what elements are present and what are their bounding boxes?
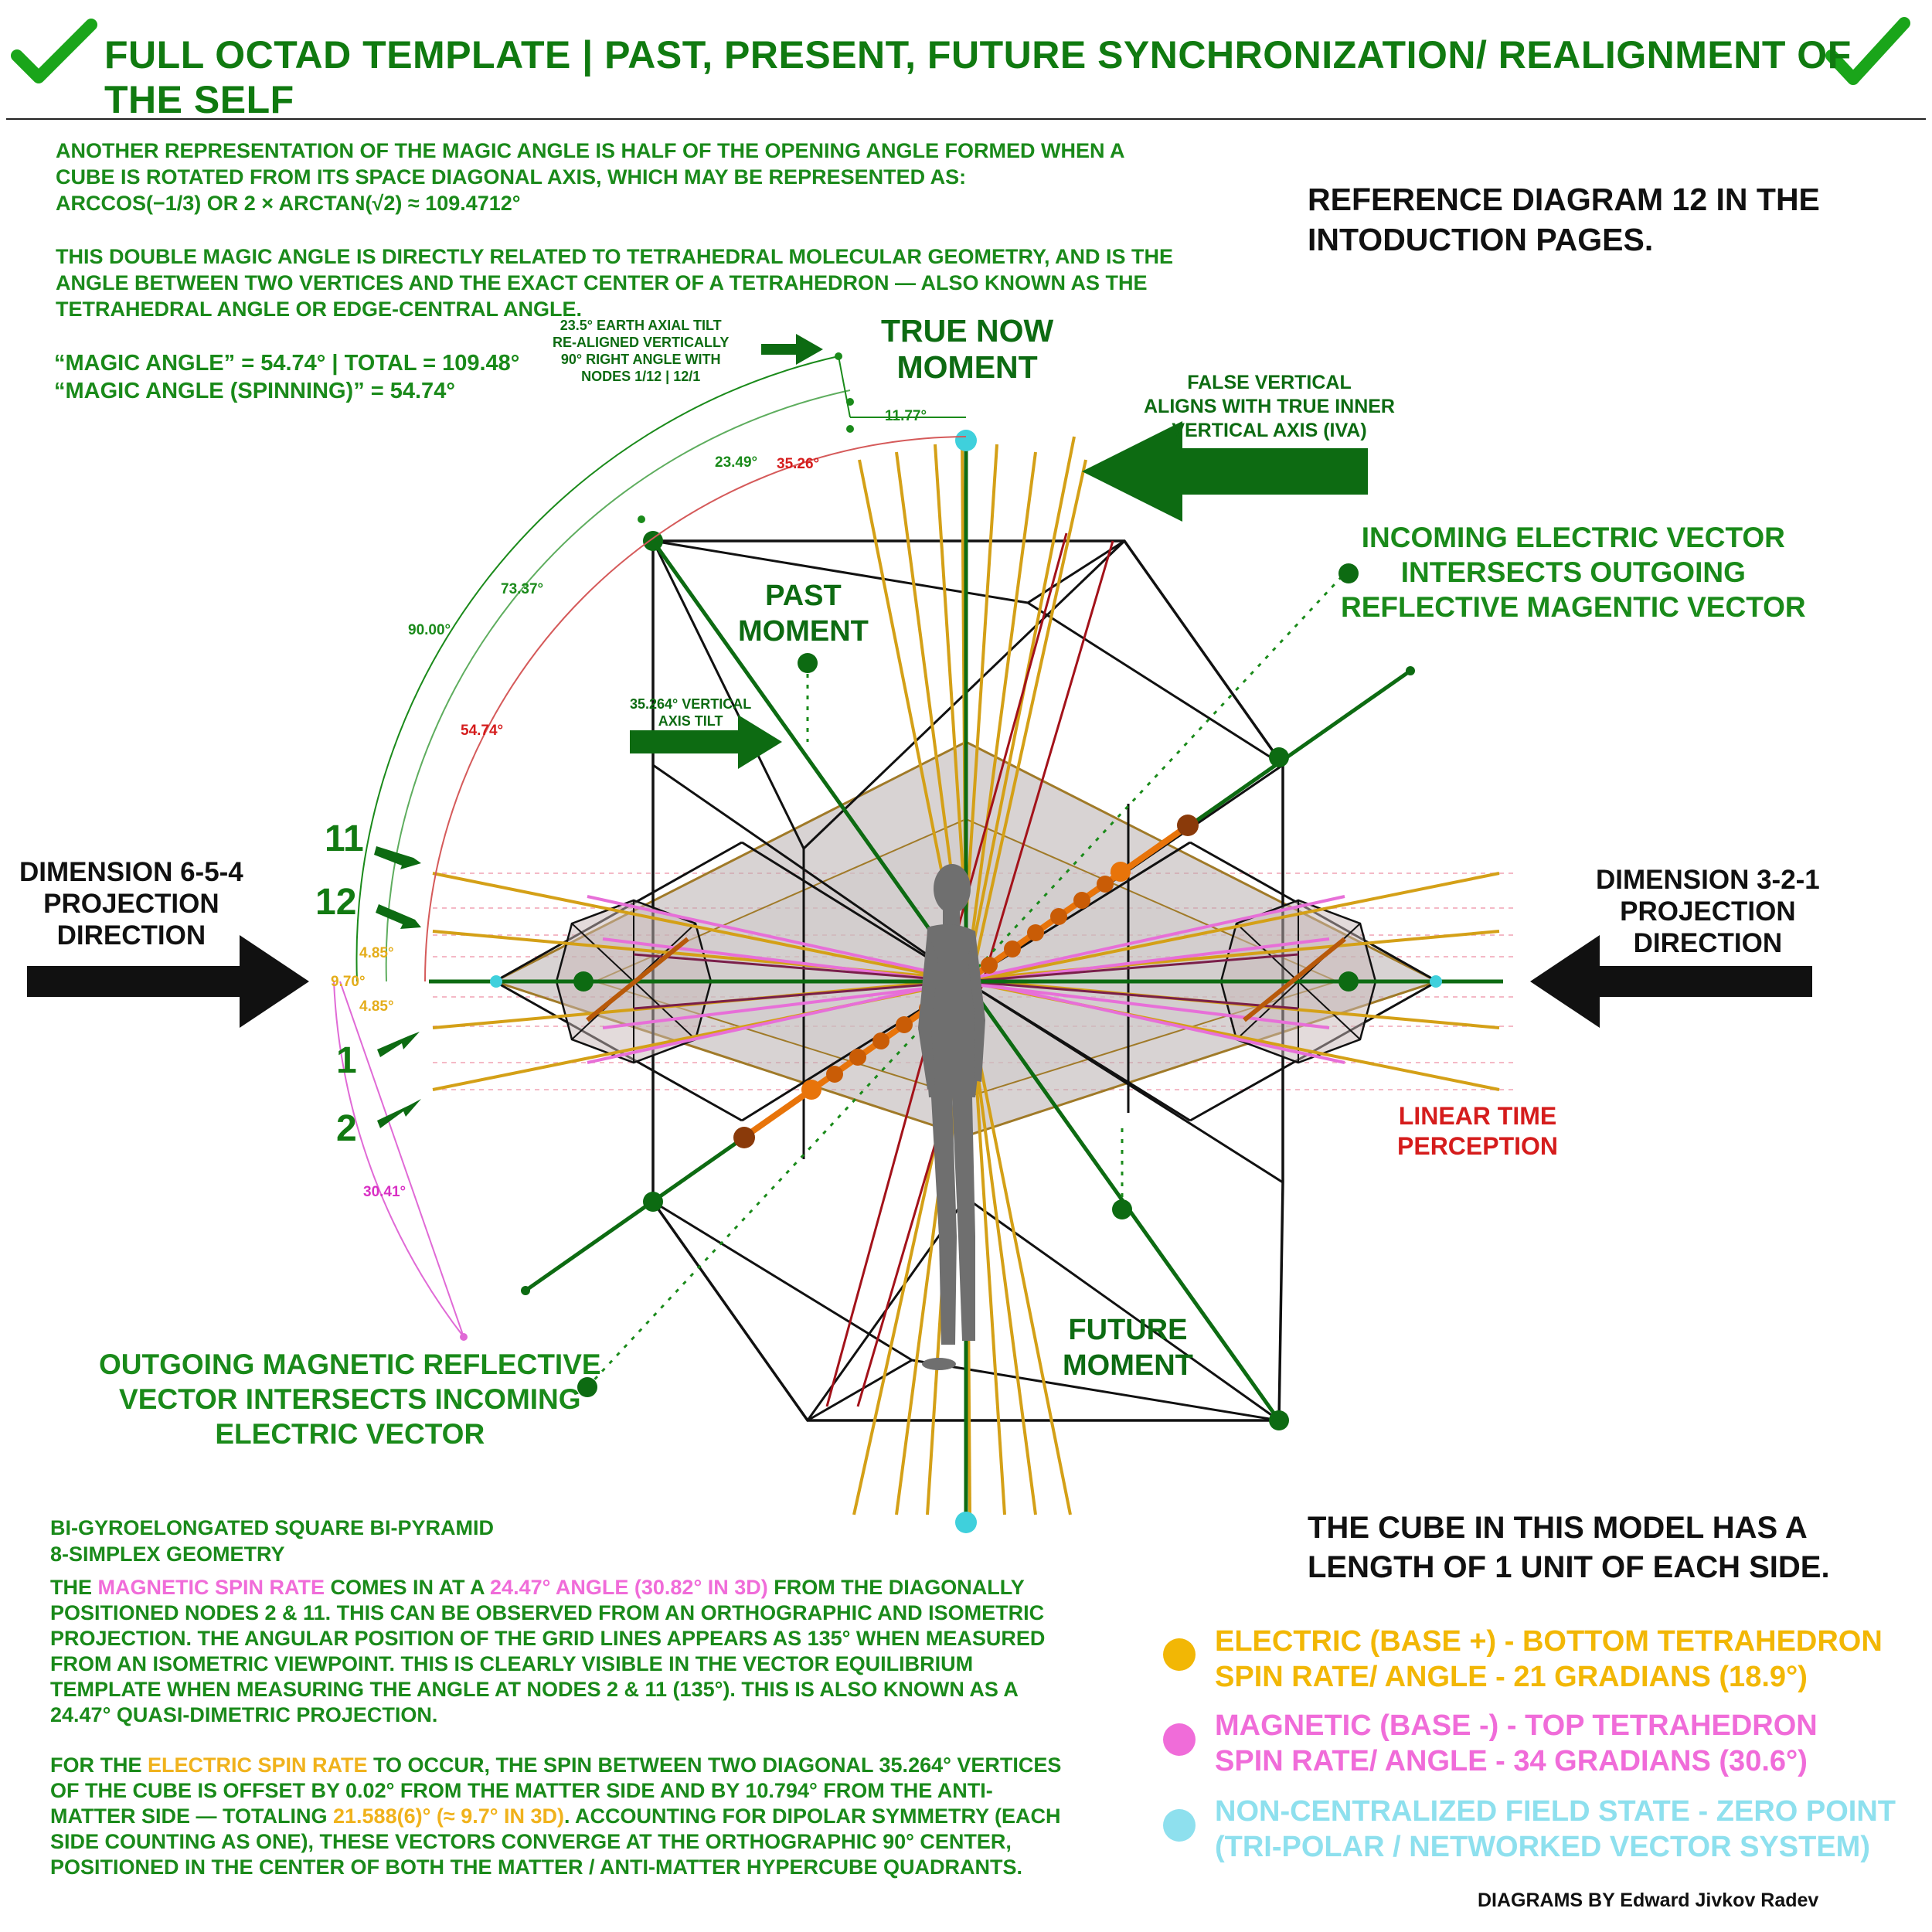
angle-4-85-bottom: 4.85° <box>359 998 394 1015</box>
magnetic-spin-paragraph: THE MAGNETIC SPIN RATE COMES IN AT A 24.… <box>50 1576 1046 1726</box>
credit-line: DIAGRAMS BY Edward Jivkov Radev <box>1478 1889 1819 1911</box>
incoming-vector-label: INCOMING ELECTRIC VECTOR INTERSECTS OUTG… <box>1341 522 1806 623</box>
angle-4-85-top: 4.85° <box>359 945 394 961</box>
node-11-label: 11 <box>325 818 364 859</box>
electric-legend-dot <box>1163 1638 1196 1671</box>
arrow-false-vertical <box>1082 421 1368 522</box>
angle-23-49: 23.49° <box>715 454 758 471</box>
electric-spin-paragraph: FOR THE ELECTRIC SPIN RATE TO OCCUR, THE… <box>50 1753 1062 1879</box>
human-figure <box>918 864 985 1370</box>
future-moment-label: FUTURE MOMENT <box>1063 1314 1193 1382</box>
node-1-label: 1 <box>336 1040 357 1081</box>
outgoing-vector-label: OUTGOING MAGNETIC REFLECTIVE VECTOR INTE… <box>99 1349 601 1450</box>
angle-11-77: 11.77° <box>885 408 927 424</box>
arrow-dim-left <box>27 935 309 1028</box>
magnetic-legend-dot <box>1163 1723 1196 1756</box>
electric-legend-label: ELECTRIC (BASE +) - BOTTOM TETRAHEDRON S… <box>1215 1625 1883 1693</box>
magnetic-legend-label: MAGNETIC (BASE -) - TOP TETRAHEDRON SPIN… <box>1215 1709 1818 1777</box>
intro-text-1: ANOTHER REPRESENTATION OF THE MAGIC ANGL… <box>56 139 1125 215</box>
dimension-left-label: DIMENSION 6-5-4 PROJECTION DIRECTION <box>19 857 243 951</box>
geometry-title: BI-GYROELONGATED SQUARE BI-PYRAMID 8-SIM… <box>50 1516 495 1566</box>
angle-9-70: 9.70° <box>331 974 366 990</box>
arrow-axis-tilt <box>630 715 782 769</box>
earth-tilt-label: 23.5° EARTH AXIAL TILT RE-ALIGNED VERTIC… <box>553 318 730 384</box>
arrow-dim-right <box>1530 935 1812 1028</box>
axis-tilt-label: 35.264° VERTICAL AXIS TILT <box>630 696 752 729</box>
false-vertical-label: FALSE VERTICAL ALIGNS WITH TRUE INNER VE… <box>1144 372 1395 441</box>
cube-length-note: THE CUBE IN THIS MODEL HAS A LENGTH OF 1… <box>1308 1511 1830 1584</box>
true-now-label: TRUE NOW MOMENT <box>881 313 1054 385</box>
angle-73-37: 73.37° <box>501 581 544 597</box>
magic-angle-text: “MAGIC ANGLE” = 54.74° | TOTAL = 109.48°… <box>54 351 520 403</box>
angle-30-41: 30.41° <box>363 1184 406 1200</box>
arrow-earth-tilt <box>761 334 823 365</box>
angle-35-26: 35.26° <box>777 456 820 472</box>
node-12-label: 12 <box>315 882 357 923</box>
past-moment-label: PAST MOMENT <box>738 580 869 648</box>
intro-text-2: THIS DOUBLE MAGIC ANGLE IS DIRECTLY RELA… <box>56 245 1174 321</box>
page-title: FULL OCTAD TEMPLATE | PAST, PRESENT, FUT… <box>104 33 1852 121</box>
linear-time-label: LINEAR TIME PERCEPTION <box>1397 1102 1559 1160</box>
angle-90-00: 90.00° <box>408 622 451 638</box>
node-2-label: 2 <box>336 1108 357 1149</box>
angle-54-74: 54.74° <box>461 723 504 739</box>
reference-note: REFERENCE DIAGRAM 12 IN THE INTODUCTION … <box>1308 182 1820 257</box>
zero-point-legend-label: NON-CENTRALIZED FIELD STATE - ZERO POINT… <box>1215 1795 1896 1863</box>
zero-point-legend-dot <box>1163 1809 1196 1842</box>
dimension-right-label: DIMENSION 3-2-1 PROJECTION DIRECTION <box>1596 865 1820 958</box>
header-divider <box>6 118 1926 120</box>
